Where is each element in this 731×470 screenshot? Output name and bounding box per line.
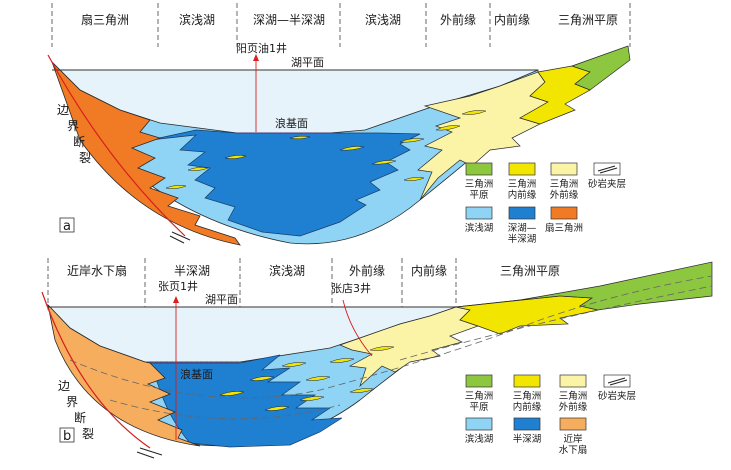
panel-a-fan-delta-facies: [51, 61, 241, 246]
panel-a-header-delta-plain: 三角洲平原: [558, 13, 618, 27]
legend-a-shore-lake-l1: 滨浅湖: [465, 222, 494, 234]
panel-b-fault-char-3: 断: [74, 410, 86, 425]
panel-a-wave-base-label: 浪基面: [275, 116, 308, 130]
panel-a-deep-lake-facies: [149, 129, 421, 237]
legend-b-sand-lens-mark: [607, 377, 628, 386]
panel-b-lake-level-label: 湖平面: [205, 293, 238, 306]
panel-b-water: [48, 307, 456, 362]
legend-a-delta-plain-l1: 三角洲: [465, 178, 494, 190]
panel-a-water: [52, 70, 538, 133]
legend-a-outer-front-l2: 外前缘: [550, 189, 579, 201]
panel-b-well-label-zhangdian3: 张店3井: [331, 281, 371, 295]
panel-a-legend: 三角洲 平原 三角洲 内前缘 三角洲 外前缘 砂岩夹层 滨浅湖 深湖— 半深湖 …: [465, 162, 626, 245]
panel-a-header-fan-delta: 扇三角洲: [81, 12, 129, 27]
panel-b-header-semi-deep-lake: 半深湖: [174, 263, 210, 278]
panel-b: 近岸水下扇 半深湖 滨浅湖 外前缘 内前缘 三角洲平原: [41, 258, 713, 459]
legend-b-delta-plain-l2: 平原: [469, 402, 488, 413]
panel-a-well-label: 阳页油1井: [236, 41, 287, 55]
panel-b-fault-char-2: 界: [66, 395, 78, 409]
legend-b-semi-deep-lake-l1: 半深湖: [513, 433, 542, 445]
legend-b-swatch-shore-lake: [465, 417, 493, 431]
panel-b-header-shore-lake: 滨浅湖: [269, 263, 305, 278]
panel-b-header-outer-front: 外前缘: [349, 263, 385, 278]
panel-a-tag: a: [63, 219, 71, 234]
panel-a-header-shore-lake-2: 滨浅湖: [365, 12, 401, 27]
panel-a-header-inner-front: 内前缘: [494, 12, 530, 27]
panel-a-boundary-fault: [47, 54, 186, 237]
panel-b-semi-deep-lake-facies: [149, 354, 343, 448]
legend-b-swatch-nearshore-fan: [559, 417, 587, 431]
legend-a-deep-lake-l1: 深湖—: [508, 223, 537, 234]
legend-b-inner-front-l1: 三角洲: [513, 390, 542, 402]
panel-b-header-delta-plain: 三角洲平原: [500, 264, 560, 278]
panel-b-sand-lenses: [219, 346, 395, 411]
legend-b-swatch-sand: [603, 374, 631, 388]
legend-a-swatch-shore-lake: [465, 206, 493, 220]
legend-a-sand-lens-mark: [597, 165, 618, 174]
legend-a-fan-delta-l1: 扇三角洲: [545, 222, 583, 234]
legend-b-swatch-delta-plain: [465, 374, 493, 388]
panel-b-well-label-zhangye1: 张页1井: [158, 279, 198, 293]
panel-b-nearshore-fan-facies: [47, 303, 201, 447]
panel-a-fault-char-1: 边: [57, 103, 69, 117]
panel-a-header-deep-lake: 深湖—半深湖: [253, 12, 325, 27]
panel-a-fault-char-2: 界: [67, 119, 79, 133]
panel-a: 扇三角洲 滨浅湖 深湖—半深湖 滨浅湖 外前缘 内前缘 三角洲平原: [47, 3, 631, 246]
legend-a-delta-plain-l2: 平原: [469, 190, 488, 201]
legend-a-swatch-sand: [593, 162, 621, 176]
panel-b-delta-plain-facies: [455, 261, 713, 311]
legend-a-deep-lake-l2: 半深湖: [508, 233, 537, 245]
panel-b-boundary-fault: [41, 291, 151, 449]
panel-b-bedding-line-2: [109, 399, 341, 420]
legend-b-delta-plain-l1: 三角洲: [465, 390, 494, 402]
legend-b-shore-lake-l1: 滨浅湖: [465, 433, 494, 445]
legend-a-inner-front-l1: 三角洲: [508, 178, 537, 190]
panel-b-fault-char-1: 边: [58, 379, 70, 393]
panel-b-bedding-line-1: [69, 275, 713, 399]
legend-b-outer-front-l2: 外前缘: [559, 401, 588, 413]
legend-a-swatch-fan-delta: [550, 206, 578, 220]
panel-a-lake-level-label: 湖平面: [291, 56, 324, 69]
panel-b-tag-box: [59, 427, 75, 443]
panel-b-outer-front-facies: [339, 306, 480, 388]
legend-a-swatch-outer-front: [550, 162, 578, 176]
legend-a-sand-l1: 砂岩夹层: [588, 178, 626, 190]
legend-b-swatch-outer-front: [559, 374, 587, 388]
panel-a-header-shore-lake: 滨浅湖: [179, 12, 215, 27]
panel-a-tag-box: [59, 217, 75, 233]
panel-a-fault-char-4: 裂: [79, 151, 91, 165]
legend-b-sand-l1: 砂岩夹层: [598, 390, 636, 402]
panel-b-legend: 三角洲 平原 三角洲 内前缘 三角洲 外前缘 砂岩夹层 滨浅湖 半深湖 近岸 水…: [465, 374, 636, 456]
legend-a-swatch-delta-plain: [465, 162, 493, 176]
legend-b-outer-front-l1: 三角洲: [559, 390, 588, 402]
panel-b-wave-base-label: 浪基面: [180, 367, 213, 381]
panel-b-bedding-line-3: [399, 285, 713, 361]
legend-a-inner-front-l2: 内前缘: [508, 189, 537, 201]
panel-a-sand-lenses: [165, 110, 487, 189]
legend-a-swatch-deep-lake: [508, 206, 536, 220]
legend-b-nearshore-fan-l2: 水下扇: [559, 444, 588, 456]
legend-a-outer-front-l1: 三角洲: [550, 178, 579, 190]
panel-a-header-dividers: [51, 3, 631, 47]
panel-b-fault-char-4: 裂: [82, 427, 94, 441]
panel-b-tag: b: [63, 429, 71, 444]
legend-b-swatch-inner-front: [513, 374, 541, 388]
legend-b-inner-front-l2: 内前缘: [513, 401, 542, 413]
legend-a-swatch-inner-front: [508, 162, 536, 176]
panel-a-header-outer-front: 外前缘: [440, 12, 476, 27]
panel-b-header-inner-front: 内前缘: [411, 263, 447, 278]
panel-a-fault-char-3: 断: [73, 134, 85, 149]
panel-a-delta-plain-facies: [570, 45, 631, 91]
panel-b-header-nearshore-fan: 近岸水下扇: [67, 263, 127, 278]
legend-b-nearshore-fan-l1: 近岸: [563, 433, 583, 445]
legend-b-swatch-semi-deep-lake: [513, 417, 541, 431]
panel-b-well-zhangdian3: [342, 299, 373, 357]
